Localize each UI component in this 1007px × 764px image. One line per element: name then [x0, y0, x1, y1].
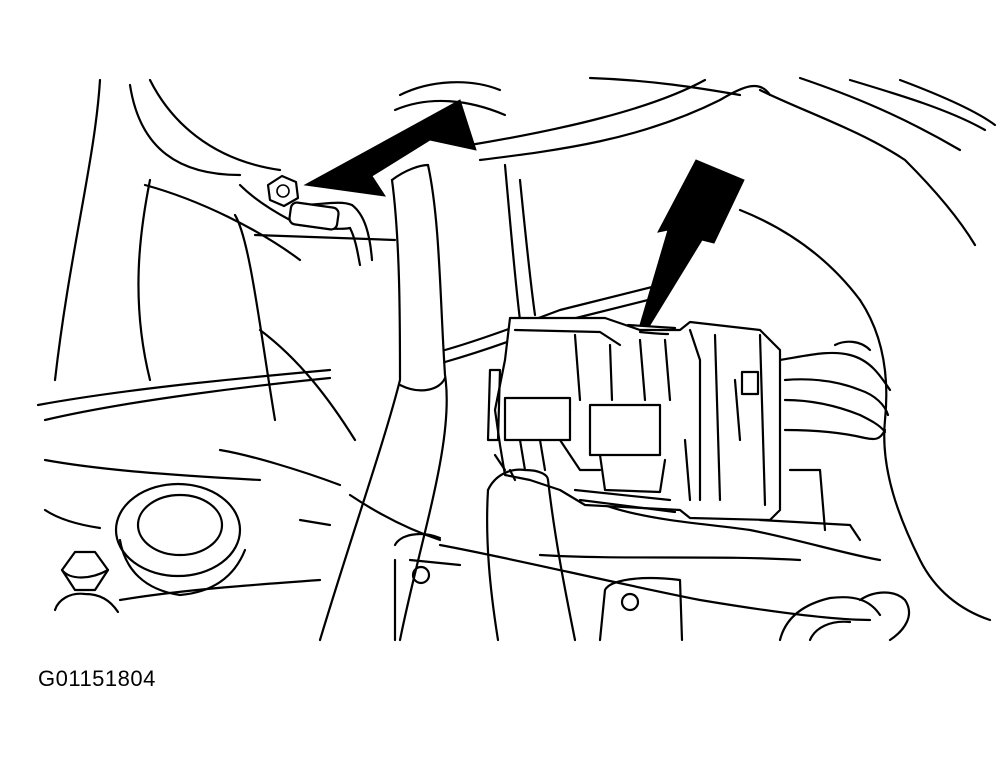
figure-id-label: G01151804: [38, 666, 156, 691]
background-contours: [36, 76, 997, 622]
main-cable-harness: [318, 163, 537, 642]
harness-clip: [778, 591, 911, 642]
vacuum-hose: [486, 468, 577, 642]
connector-wires: [778, 340, 892, 441]
bolt-icon: [53, 550, 120, 614]
ground-bolt-icon: [266, 174, 300, 208]
ground-location-arrow-icon: [303, 99, 477, 197]
electrical-connector: [486, 316, 782, 522]
connector-location-arrow-icon: [639, 159, 745, 326]
ground-strap: [238, 183, 374, 267]
grommet: [114, 482, 247, 597]
mounting-bracket: [393, 532, 684, 642]
